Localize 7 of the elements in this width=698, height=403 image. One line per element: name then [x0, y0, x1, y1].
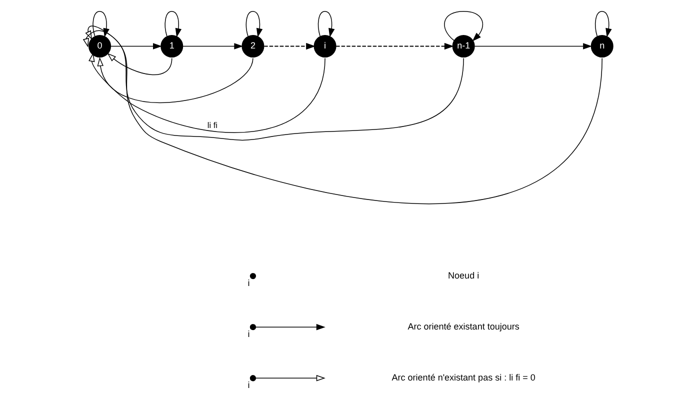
legend-label: Arc orienté existant toujours [407, 321, 519, 332]
legend-label: Noeud i [448, 270, 479, 280]
edge-label: li fi [206, 120, 217, 130]
label: i [247, 328, 250, 339]
label: i [247, 278, 250, 288]
legend-label: Arc orienté n'existant pas si : li fi = 0 [391, 372, 535, 382]
label: i [247, 380, 250, 390]
